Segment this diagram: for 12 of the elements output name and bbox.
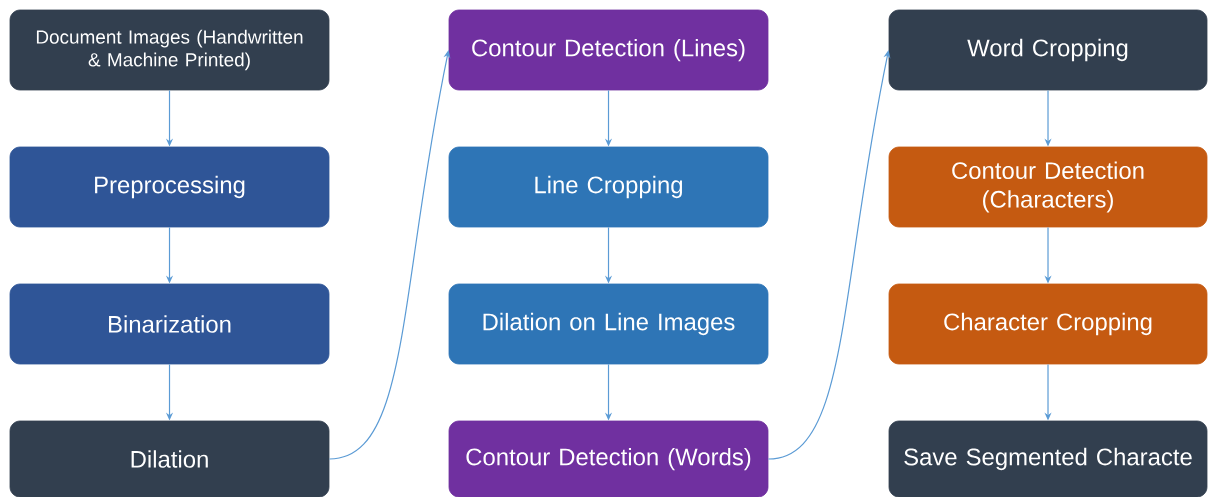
process-box: Character Cropping bbox=[888, 283, 1208, 365]
process-box: Contour Detection (Words) bbox=[448, 420, 769, 497]
process-box: Preprocessing bbox=[9, 146, 330, 228]
process-box: Dilation on Line Images bbox=[448, 283, 769, 365]
process-box: Word Cropping bbox=[888, 9, 1208, 91]
process-box: Save Segmented Characte bbox=[888, 420, 1208, 497]
process-box: Contour Detection (Lines) bbox=[448, 9, 769, 91]
process-box: Binarization bbox=[9, 283, 330, 365]
process-box: Document Images (Handwritten & Machine Printed) bbox=[9, 9, 330, 91]
process-box: Dilation bbox=[9, 420, 330, 497]
process-box: Contour Detection (Characters) bbox=[888, 146, 1208, 228]
process-box: Line Cropping bbox=[448, 146, 769, 228]
